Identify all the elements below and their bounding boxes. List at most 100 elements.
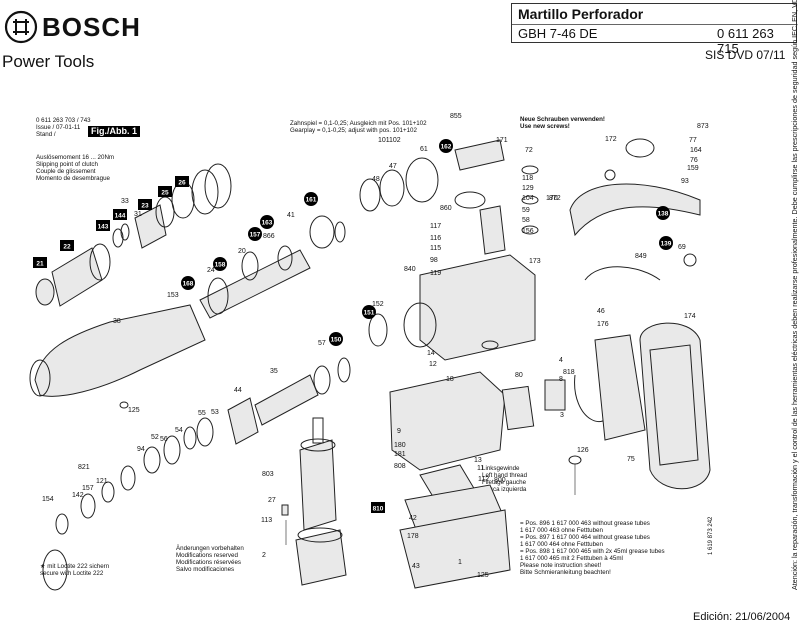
sis-label: SIS DVD 07/11 <box>705 48 786 62</box>
circled-part-label: 138 <box>656 206 670 220</box>
gearplay-line: Gearplay = 0,1-0,25; adjust with pos. 10… <box>290 127 417 134</box>
part-number-label: 3 <box>560 412 564 419</box>
part-number-label: 94 <box>137 446 145 453</box>
thread-note: Linksgewinde Left hand thread Filetage g… <box>482 465 527 493</box>
part-number-label: 72 <box>525 147 533 154</box>
part-number-label: 80 <box>515 372 523 379</box>
boxed-part-label: 21 <box>33 257 47 268</box>
circled-part-label: 163 <box>260 215 274 229</box>
figure-label: Fig./Abb. 1 <box>88 126 140 137</box>
bosch-logo-icon <box>4 10 38 44</box>
part-number-label: 20 <box>238 248 246 255</box>
part-number-label: 855 <box>450 113 462 120</box>
part-number-label: 104 <box>522 195 534 202</box>
part-number-label: 55 <box>198 410 206 417</box>
boxed-part-label: 810 <box>371 502 385 513</box>
part-number-label: 42 <box>409 515 417 522</box>
circled-part-label: 150 <box>329 332 343 346</box>
part-number-label: 171 <box>496 137 508 144</box>
title-box: Martillo Perforador GBH 7-46 DE 0 611 26… <box>511 3 797 56</box>
side-note: Atención: la reparación, transformación … <box>778 0 799 590</box>
thread-line: Rosca izquierda <box>482 486 527 493</box>
changes-line: Modifications réservées <box>176 559 241 566</box>
part-number-label: 159 <box>687 165 699 172</box>
info-block: 0 611 263 703 / 743 Issue / 07-01-11 Sta… <box>36 117 91 138</box>
part-number-label: 821 <box>78 464 90 471</box>
part-number-label: 14 <box>427 350 435 357</box>
side-note-text: Atención: la reparación, transformación … <box>790 0 799 590</box>
loctite-line: ★ mit Loctite 222 sichern <box>40 563 110 570</box>
thread-line: Left hand thread <box>482 472 528 479</box>
part-number-label: 157 <box>82 485 94 492</box>
gearplay-note: Zahnspiel = 0,1-0,25; Ausgleich mit Pos.… <box>290 120 427 134</box>
part-number-label: 125 <box>477 572 489 579</box>
part-number-text: 161 <box>306 196 317 203</box>
circled-part-label: 158 <box>213 257 227 271</box>
part-number-label: 873 <box>697 123 709 130</box>
motor-housing <box>389 371 511 589</box>
part-number-label: 8 <box>559 376 563 383</box>
part-number-label: 13 <box>474 457 482 464</box>
torque-line: Slipping point of clutch <box>36 161 98 168</box>
part-number-label: 164 <box>690 147 702 154</box>
boxed-part-label: 22 <box>60 240 74 251</box>
loctite-note: ★ mit Loctite 222 sichern secure with Lo… <box>40 563 109 577</box>
subtitle: Power Tools <box>2 52 95 71</box>
part-number-label: 43 <box>412 563 420 570</box>
part-number-label: 803 <box>262 471 274 478</box>
changes-line: Änderungen vorbehalten <box>176 545 244 552</box>
part-number-label: 840 <box>404 266 416 273</box>
part-number-text: 162 <box>441 143 452 150</box>
part-number-label: 176 <box>597 321 609 328</box>
part-number-label: 4 <box>559 357 563 364</box>
electronics-assembly <box>501 334 646 495</box>
part-number-text: 143 <box>98 223 109 230</box>
circled-part-label: 161 <box>304 192 318 206</box>
part-number-label: 1 <box>458 559 462 566</box>
torque-line: Couple de glissement <box>36 168 96 175</box>
product-part-number: 0 611 263 715 <box>717 26 774 56</box>
part-number-label: 56 <box>160 436 168 443</box>
part-number-label: 126 <box>577 447 589 454</box>
part-number-text: 168 <box>183 280 194 287</box>
gear-assembly <box>359 139 539 255</box>
torque-line: Momento de desembrague <box>36 175 110 182</box>
part-number-label: 93 <box>681 178 689 185</box>
part-number-text: 22 <box>63 243 71 250</box>
part-number-label: 119 <box>430 270 441 277</box>
part-number-label: 52 <box>151 434 159 441</box>
part-number-label: 172 <box>605 136 617 143</box>
changes-note: Änderungen vorbehalten Modifications res… <box>176 545 244 573</box>
brand-name: BOSCH <box>42 12 141 42</box>
grease-line: = Pos. 896 1 617 000 463 without grease … <box>520 520 650 527</box>
part-number-label: 27 <box>268 497 276 504</box>
part-number-label: 61 <box>420 146 428 153</box>
part-number-text: 810 <box>373 505 384 512</box>
info-line: Stand / <box>36 131 56 138</box>
circled-part-label: 162 <box>439 139 453 153</box>
torque-line: Auslösemoment 16 ... 20Nm <box>36 154 115 161</box>
grease-line: = Pos. 897 1 617 000 464 without grease … <box>520 534 650 541</box>
boxed-part-label: 26 <box>175 176 189 187</box>
grease-line: 1 617 000 465 mit 2 Fetttuben à 45ml <box>520 555 623 562</box>
part-number-label: 9 <box>397 428 401 435</box>
part-number-text: 138 <box>658 210 669 217</box>
part-number-label: 142 <box>72 492 84 499</box>
part-number-label: 153 <box>167 292 179 299</box>
cylinder-assembly <box>42 357 351 591</box>
part-number-label: 174 <box>684 313 696 320</box>
circled-part-label: 139 <box>659 236 673 250</box>
part-number-label: 118 <box>522 175 533 182</box>
part-number-label: 54 <box>175 427 183 434</box>
grease-line: Please note instruction sheet! <box>520 562 602 569</box>
part-number-label: 77 <box>689 137 697 144</box>
edition-label: Edición: 21/06/2004 <box>693 611 791 623</box>
part-number-label: 116 <box>430 235 441 242</box>
front-housing <box>29 304 206 409</box>
screw-line: Neue Schrauben verwenden! <box>520 116 605 123</box>
part-number-text: 163 <box>262 219 273 226</box>
part-number-text: 150 <box>331 336 342 343</box>
part-number-label: 31 <box>134 211 142 218</box>
handle-assembly <box>569 138 711 490</box>
part-number-label: 58 <box>522 217 530 224</box>
